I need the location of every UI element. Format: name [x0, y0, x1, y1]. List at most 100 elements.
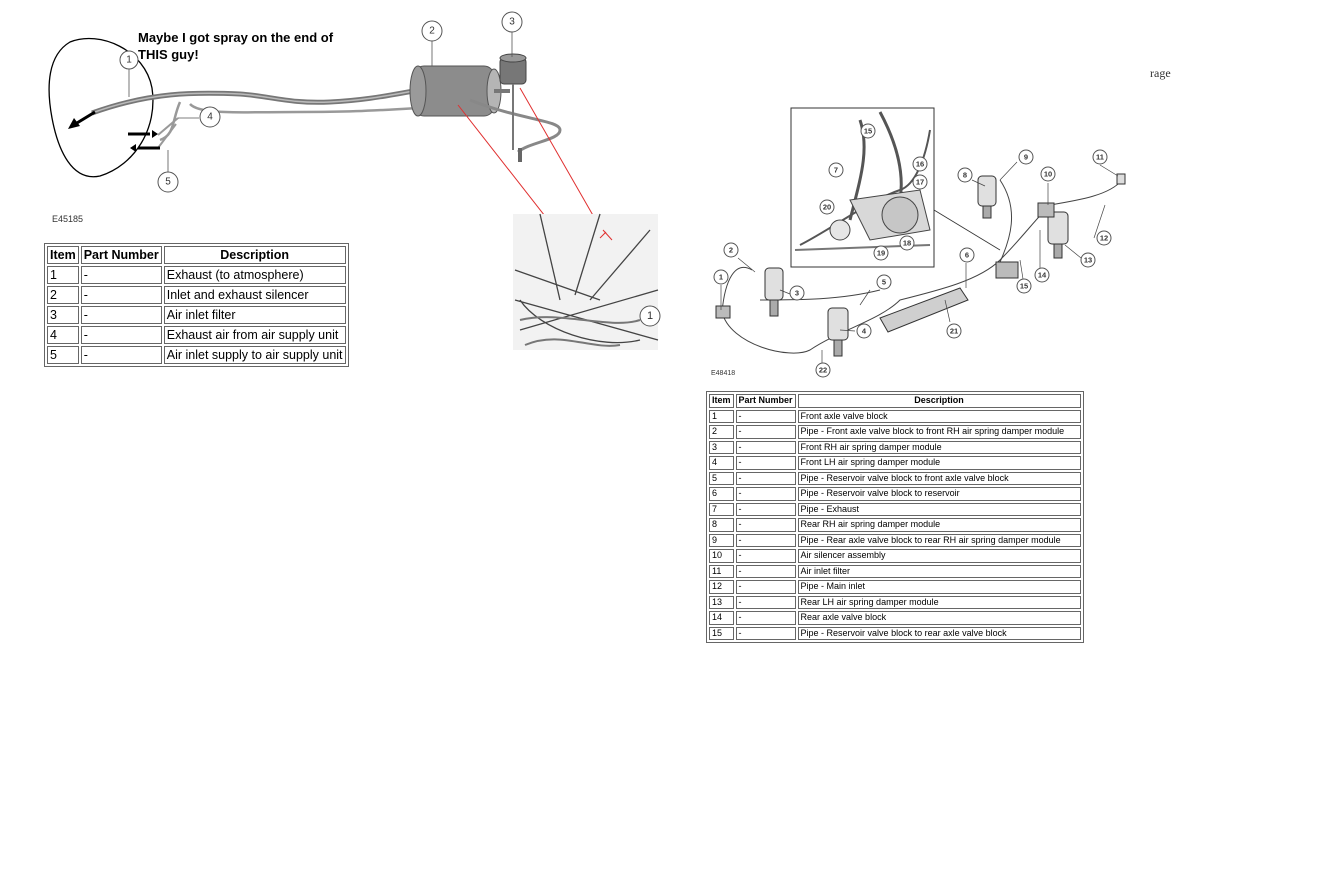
svg-text:1: 1 — [126, 55, 132, 66]
callout-circle — [860, 123, 876, 139]
cell-item: 1 — [709, 409, 734, 423]
cell-item: 7 — [709, 502, 734, 516]
callout-circle — [876, 274, 892, 290]
cell-item: 2 — [47, 286, 79, 304]
callout-20: 20 — [819, 199, 835, 215]
left-table-body: 1-Exhaust (to atmosphere)2-Inlet and exh… — [47, 266, 346, 364]
left-figure-code: E45185 — [52, 214, 84, 224]
col-part-number: Part Number — [80, 246, 162, 264]
cell-part-number: - — [735, 409, 796, 423]
cell-description: Front axle valve block — [797, 409, 1081, 423]
cell-part-number: - — [80, 266, 162, 284]
cell-description: Pipe - Front axle valve block to front R… — [797, 425, 1081, 439]
callout-2: 2 — [723, 242, 739, 258]
cell-part-number: - — [735, 533, 796, 547]
svg-text:4: 4 — [207, 112, 213, 123]
callout-label: 18 — [903, 239, 911, 248]
callout-circle — [1092, 149, 1108, 165]
callout-1: 1 — [119, 50, 139, 70]
air-inlet-filter-cylinder — [499, 53, 527, 150]
table-row: 14-Rear axle valve block — [709, 611, 1081, 625]
callout-label: 1 — [719, 273, 723, 282]
callout-circle — [1080, 252, 1096, 268]
cell-description: Rear LH air spring damper module — [797, 595, 1081, 609]
cell-item: 8 — [709, 518, 734, 532]
callout-circle — [899, 235, 915, 251]
table-row: 4-Front LH air spring damper module — [709, 456, 1081, 470]
callout-18: 18 — [899, 235, 915, 251]
cell-item: 5 — [709, 471, 734, 485]
table-row: 15-Pipe - Reservoir valve block to rear … — [709, 626, 1081, 640]
cell-part-number: - — [80, 346, 162, 364]
callout-17: 17 — [912, 174, 928, 190]
table-row: 13-Rear LH air spring damper module — [709, 595, 1081, 609]
callout-circle — [912, 174, 928, 190]
cell-part-number: - — [735, 564, 796, 578]
callout-11: 11 — [1092, 149, 1108, 165]
cell-description: Pipe - Exhaust — [797, 502, 1081, 516]
col-item: Item — [47, 246, 79, 264]
cell-item: 2 — [709, 425, 734, 439]
callout-5: 5 — [876, 274, 892, 290]
table-row: 3-Air inlet filter — [47, 306, 346, 324]
callout-4: 4 — [199, 106, 221, 128]
callout-circle — [856, 323, 872, 339]
callout-5: 5 — [157, 171, 179, 193]
cell-item: 1 — [47, 266, 79, 284]
callout-label: 16 — [916, 160, 924, 169]
cell-item: 12 — [709, 580, 734, 594]
cell-description: Inlet and exhaust silencer — [163, 286, 346, 304]
callout-label: 2 — [729, 246, 733, 255]
callout-circle — [959, 247, 975, 263]
table-row: 8-Rear RH air spring damper module — [709, 518, 1081, 532]
table-row: 1-Exhaust (to atmosphere) — [47, 266, 346, 284]
cell-description: Air inlet filter — [163, 306, 346, 324]
cell-description: Air inlet supply to air supply unit — [163, 346, 346, 364]
exhaust-silencer-diagram: 1 2 3 4 5 1 — [48, 11, 661, 350]
callout-label: 13 — [1084, 256, 1092, 265]
cell-part-number: - — [80, 286, 162, 304]
cell-part-number: - — [735, 502, 796, 516]
callout-circle — [873, 245, 889, 261]
callout-9: 9 — [1018, 149, 1034, 165]
callout-circle — [1096, 230, 1112, 246]
callout-label: 5 — [882, 278, 886, 287]
inset-callout: 1 — [647, 310, 653, 322]
callout-circle — [1018, 149, 1034, 165]
table-row: 5-Pipe - Reservoir valve block to front … — [709, 471, 1081, 485]
callout-circle — [1040, 166, 1056, 182]
callout-10: 10 — [1040, 166, 1056, 182]
cell-item: 4 — [709, 456, 734, 470]
callout-circle — [912, 156, 928, 172]
callout-circle — [946, 323, 962, 339]
cell-description: Rear axle valve block — [797, 611, 1081, 625]
inset-photo: 1 — [513, 213, 661, 350]
callout-circle — [1016, 278, 1032, 294]
table-row: 7-Pipe - Exhaust — [709, 502, 1081, 516]
right-figure-code: E48418 — [711, 370, 736, 377]
callout-label: 15 — [1020, 282, 1028, 291]
cell-description: Rear RH air spring damper module — [797, 518, 1081, 532]
right-parts-table: Item Part Number Description 1-Front axl… — [706, 391, 1084, 643]
table-row: 3-Front RH air spring damper module — [709, 440, 1081, 454]
cell-item: 6 — [709, 487, 734, 501]
callout-circle — [828, 162, 844, 178]
callout-3: 3 — [789, 285, 805, 301]
cell-part-number: - — [80, 306, 162, 324]
callout-circle — [1034, 267, 1050, 283]
cell-description: Front RH air spring damper module — [797, 440, 1081, 454]
callout-circle — [789, 285, 805, 301]
callout-label: 4 — [862, 327, 867, 336]
table-row: 2-Pipe - Front axle valve block to front… — [709, 425, 1081, 439]
callout-label: 15 — [864, 127, 872, 136]
callout-2: 2 — [421, 20, 443, 42]
callout-circle — [723, 242, 739, 258]
reservoir — [879, 287, 969, 333]
cell-item: 14 — [709, 611, 734, 625]
callout-label: 17 — [916, 178, 924, 187]
cell-item: 5 — [47, 346, 79, 364]
cell-description: Pipe - Reservoir valve block to reservoi… — [797, 487, 1081, 501]
cell-part-number: - — [735, 425, 796, 439]
